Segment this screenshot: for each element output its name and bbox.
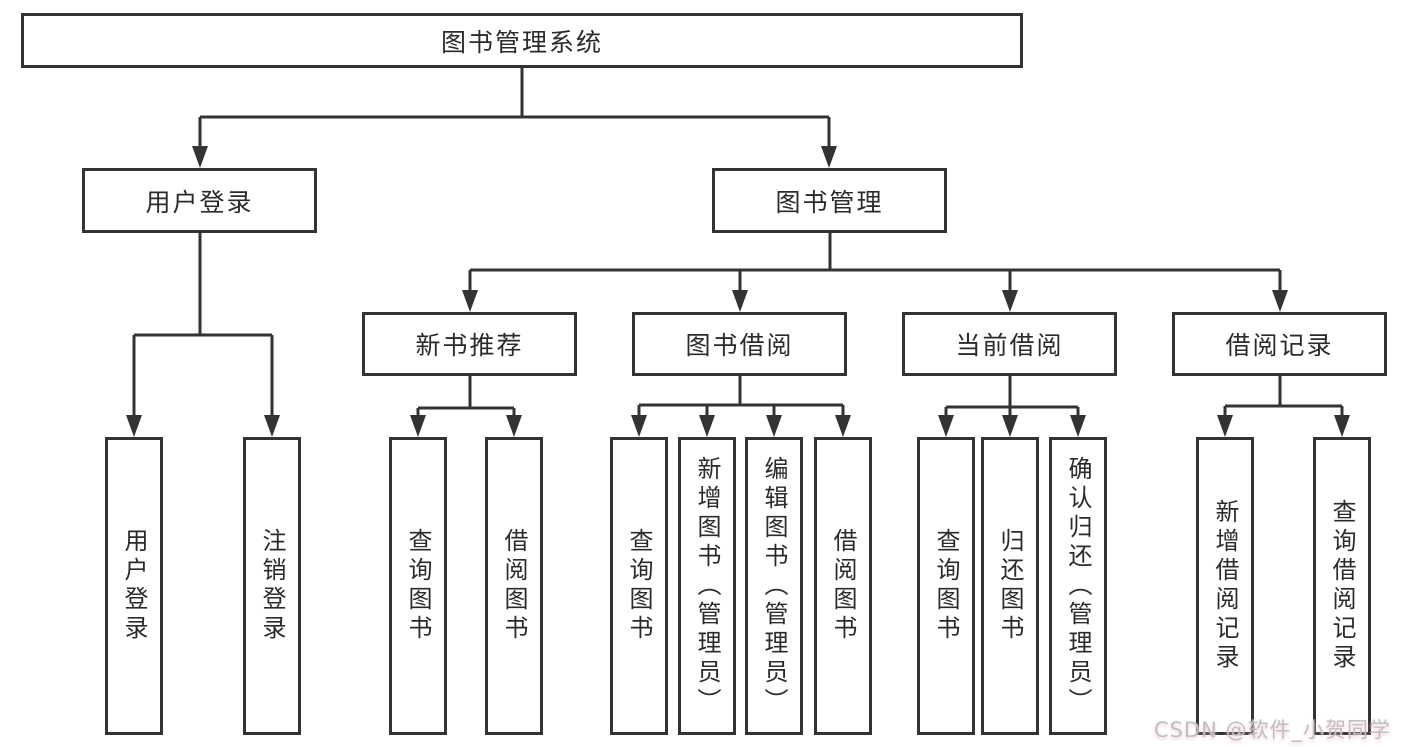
node-label: 归还图书 — [996, 528, 1024, 644]
node-label: 编辑图书（管理员） — [760, 455, 788, 717]
leaf-query-book-2: 查询图书 — [610, 437, 668, 735]
node-label: 图书管理 — [775, 187, 884, 217]
node-label: 查询图书 — [404, 528, 432, 644]
leaf-logout: 注销登录 — [243, 437, 301, 735]
node-label: 确认归还（管理员） — [1064, 455, 1092, 717]
leaf-add-book-admin: 新增图书（管理员） — [678, 437, 736, 735]
node-book-borrow: 图书借阅 — [632, 312, 847, 376]
node-label: 当前借阅 — [955, 331, 1064, 360]
node-label: 新书推荐 — [415, 331, 524, 360]
node-borrow-record: 借阅记录 — [1172, 312, 1387, 376]
node-new-book-recommend: 新书推荐 — [362, 312, 577, 376]
node-label: 用户登录 — [120, 528, 148, 644]
leaf-query-book-1: 查询图书 — [389, 437, 447, 735]
node-label: 注销登录 — [258, 528, 286, 644]
node-book-management: 图书管理 — [712, 168, 947, 233]
node-library-system: 图书管理系统 — [21, 13, 1023, 68]
node-label: 图书借阅 — [685, 331, 794, 360]
leaf-confirm-return-admin: 确认归还（管理员） — [1049, 437, 1107, 735]
node-label: 新增借阅记录 — [1211, 499, 1239, 673]
arrowheads — [126, 146, 1350, 437]
leaf-borrow-book-2: 借阅图书 — [814, 437, 872, 735]
node-label: 查询图书 — [932, 528, 960, 644]
connector-paths — [132, 68, 1344, 420]
node-label: 借阅图书 — [500, 528, 528, 644]
node-label: 借阅图书 — [829, 528, 857, 644]
leaf-user-login: 用户登录 — [105, 437, 163, 735]
node-label: 借阅记录 — [1225, 331, 1334, 360]
node-label: 新增图书（管理员） — [693, 455, 721, 717]
leaf-query-book-3: 查询图书 — [917, 437, 975, 735]
node-current-borrow: 当前借阅 — [902, 312, 1117, 376]
node-label: 查询借阅记录 — [1328, 499, 1356, 673]
leaf-borrow-book-1: 借阅图书 — [485, 437, 543, 735]
leaf-return-book: 归还图书 — [981, 437, 1039, 735]
leaf-query-borrow-record: 查询借阅记录 — [1313, 437, 1371, 735]
leaf-edit-book-admin: 编辑图书（管理员） — [745, 437, 803, 735]
node-user-login: 用户登录 — [82, 168, 317, 233]
leaf-add-borrow-record: 新增借阅记录 — [1196, 437, 1254, 735]
node-label: 查询图书 — [625, 528, 653, 644]
node-label: 图书管理系统 — [440, 27, 603, 57]
node-label: 用户登录 — [145, 187, 254, 217]
